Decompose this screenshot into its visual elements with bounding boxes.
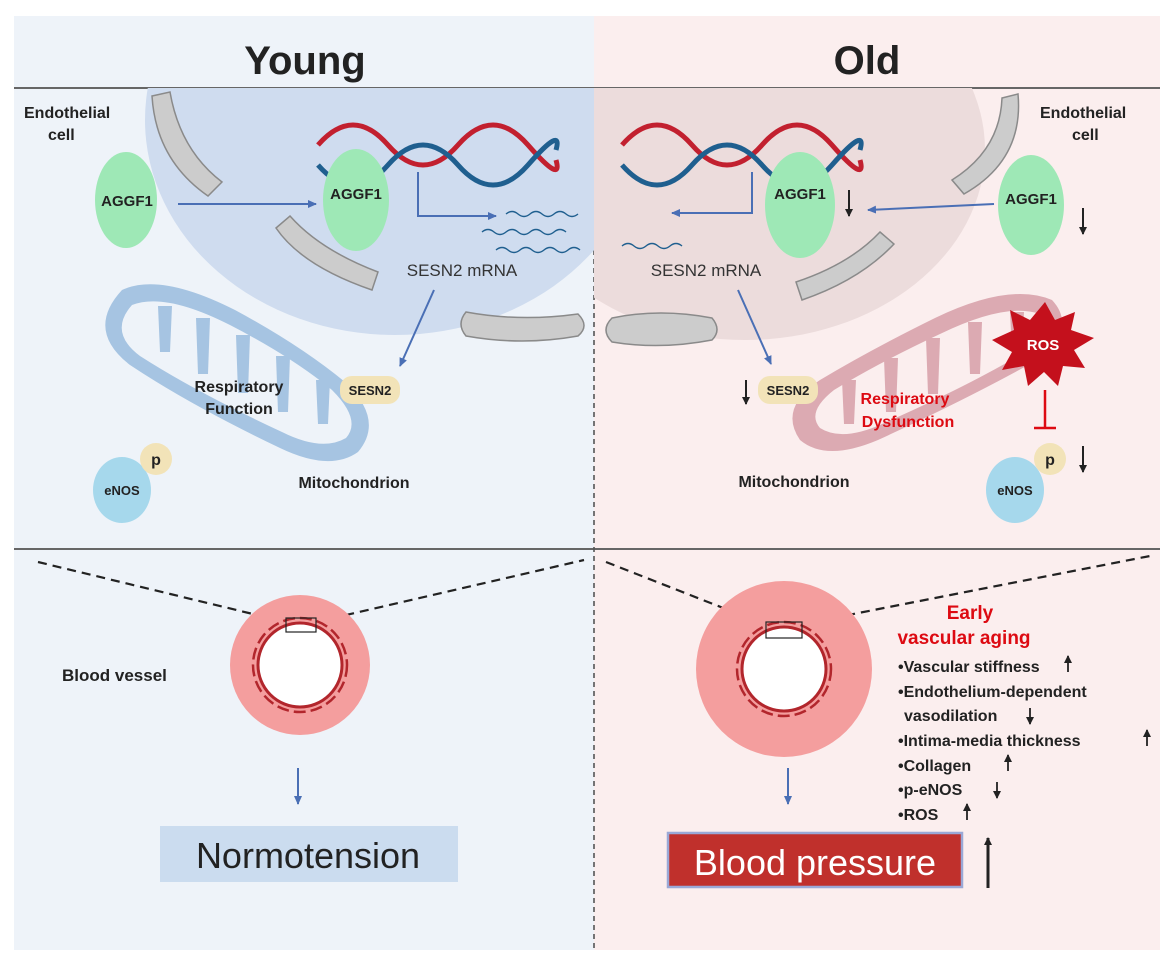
- young-aggf1-cytoplasm-label: AGGF1: [101, 193, 153, 210]
- young-aggf1-cytoplasm: [95, 152, 157, 248]
- young-title: Young: [244, 39, 365, 83]
- old-sesn2-label: SESN2: [767, 383, 810, 398]
- old-aggf1-translocation-arrow: [867, 203, 995, 214]
- young-aggf1-nucleus-label: AGGF1: [330, 186, 382, 203]
- aging-item-vasodilation: vasodilation: [904, 708, 997, 725]
- young-zoom-line-right: [315, 558, 585, 624]
- young-translation-arrow: [399, 289, 435, 367]
- old-transcription-arrow: [671, 172, 753, 217]
- old-nuclear-envelope: [605, 93, 1020, 347]
- old-mitochondrion-label: Mitochondrion: [738, 474, 849, 491]
- aging-item-intima-media: •Intima-media thickness: [898, 733, 1081, 750]
- young-mitochondrion: [105, 284, 369, 462]
- old-aggf1-nucleus: [765, 152, 835, 258]
- young-sesn2-badge: [340, 376, 400, 404]
- young-transcription-arrow: [417, 172, 497, 220]
- young-enos-label: eNOS: [104, 483, 140, 498]
- young-cell-label: cell: [48, 127, 75, 144]
- young-nuclear-envelope: [151, 91, 585, 342]
- young-sesn2-mrna-label: SESN2 mRNA: [407, 261, 518, 280]
- old-endothelial-label: Endothelial: [1040, 105, 1126, 122]
- normotension-label: Normotension: [196, 835, 420, 876]
- old-dysfunction-label: Dysfunction: [862, 414, 954, 431]
- aging-title-line2: vascular aging: [897, 628, 1030, 649]
- young-phospho-label: p: [151, 452, 161, 469]
- young-vessel-lumen: [256, 621, 344, 709]
- blood-pressure-box: [666, 831, 964, 889]
- aging-item-collagen: •Collagen: [898, 758, 971, 775]
- old-sesn2-mrna-label: SESN2 mRNA: [651, 261, 762, 280]
- old-aggf1-cytoplasm-label: AGGF1: [1005, 191, 1057, 208]
- old-sesn2-badge: [758, 376, 818, 404]
- old-zoom-box: [765, 621, 803, 639]
- aging-item-p-enos: •p-eNOS: [898, 782, 963, 799]
- young-enos: [93, 457, 151, 523]
- young-endothelial-label: Endothelial: [24, 105, 110, 122]
- aging-item-endothelium-dependent: •Endothelium-dependent: [898, 684, 1087, 701]
- old-enos-label: eNOS: [997, 483, 1033, 498]
- old-mitochondrion: [792, 294, 1063, 451]
- young-mrna-waves: [481, 210, 581, 254]
- old-phospho-label: p: [1045, 452, 1055, 469]
- young-phospho: [140, 443, 172, 475]
- old-respiratory-label: Respiratory: [861, 391, 950, 408]
- normotension-box: [160, 826, 458, 882]
- old-dna-blue-strand: [620, 137, 864, 188]
- young-sesn2-label: SESN2: [349, 383, 392, 398]
- old-vessel-lumen: [740, 625, 828, 713]
- old-cell-label: cell: [1072, 127, 1099, 144]
- old-enos: [986, 457, 1044, 523]
- old-mrna-wave: [621, 242, 683, 250]
- young-respiratory-label: Respiratory: [195, 379, 284, 396]
- young-mitochondrion-label: Mitochondrion: [298, 475, 409, 492]
- old-aggf1-nucleus-label: AGGF1: [774, 186, 826, 203]
- ros-label: ROS: [1027, 337, 1060, 354]
- young-zoom-box: [285, 617, 317, 633]
- old-title: Old: [834, 39, 901, 83]
- old-phospho: [1034, 443, 1066, 475]
- old-translation-arrow: [737, 289, 772, 365]
- blood-vessel-label: Blood vessel: [62, 666, 167, 685]
- blood-pressure-label: Blood pressure: [694, 842, 936, 883]
- aging-title-line1: Early: [947, 603, 994, 624]
- old-aggf1-cytoplasm: [998, 155, 1064, 255]
- ros-burst: [992, 302, 1094, 386]
- aging-item-vascular-stiffness: •Vascular stiffness: [898, 659, 1040, 676]
- young-aggf1-nucleus: [323, 149, 389, 251]
- young-function-label: Function: [205, 401, 273, 418]
- aging-item-ros: •ROS: [898, 807, 939, 824]
- young-zoom-line-left: [37, 560, 287, 624]
